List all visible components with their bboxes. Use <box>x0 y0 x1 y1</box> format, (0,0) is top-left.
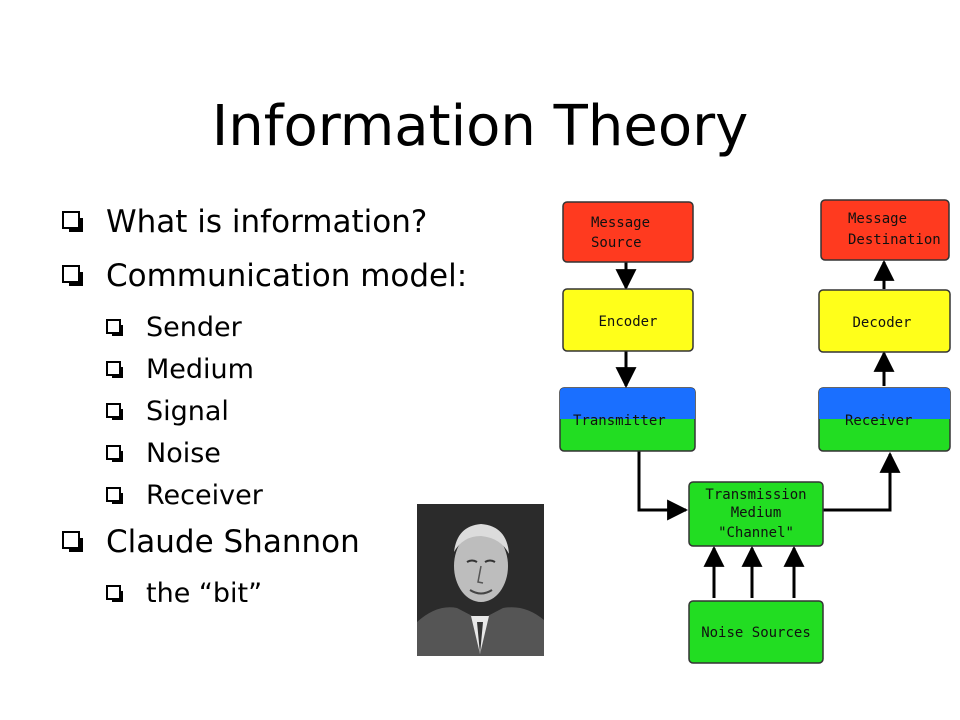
receiver-node: Receiver <box>818 387 951 452</box>
bullet-item: What is information? <box>62 200 467 254</box>
node-label: Noise Sources <box>701 625 811 641</box>
bullet-text: Communication model: <box>106 258 468 294</box>
slide-title: Information Theory <box>211 94 749 159</box>
sub-bullet-item: Receiver <box>62 476 467 518</box>
sub-bullet-item: Noise <box>62 434 467 476</box>
portrait-photo <box>417 504 544 656</box>
node-label: Message <box>848 211 907 227</box>
bullet-list: What is information? Communication model… <box>62 200 467 616</box>
transmitter-node: Transmitter <box>559 387 696 452</box>
checkbox-bullet-icon <box>106 319 123 336</box>
bullet-text: Claude Shannon <box>106 524 360 560</box>
bullet-text: Sender <box>146 312 242 343</box>
decoder-node: Decoder <box>818 289 951 353</box>
bullet-text: Medium <box>146 354 254 385</box>
bullet-text: the “bit” <box>146 578 263 609</box>
checkbox-bullet-icon <box>106 403 123 420</box>
bullet-text: Receiver <box>146 480 263 511</box>
checkbox-bullet-icon <box>106 487 123 504</box>
communication-model-diagram: Message Source Encoder Transmitter Trans… <box>540 190 960 680</box>
portrait-illustration <box>417 504 544 656</box>
arrow-transmitter-to-channel <box>637 451 689 521</box>
checkbox-bullet-icon <box>106 361 123 378</box>
sub-bullet-item: Medium <box>62 350 467 392</box>
encoder-node: Encoder <box>562 288 694 352</box>
sub-bullet-item: Sender <box>62 308 467 350</box>
checkbox-bullet-icon <box>62 211 83 232</box>
node-label: Destination <box>848 232 941 248</box>
checkbox-bullet-icon <box>106 445 123 462</box>
checkbox-bullet-icon <box>62 265 83 286</box>
node-label: Encoder <box>598 314 657 330</box>
message-destination-node: Message Destination <box>820 199 950 261</box>
node-label: Decoder <box>852 315 911 331</box>
checkbox-bullet-icon <box>62 531 83 552</box>
checkbox-bullet-icon <box>106 585 123 602</box>
bullet-text: Noise <box>146 438 221 469</box>
bullet-item: Claude Shannon <box>62 520 467 574</box>
message-source-node: Message Source <box>562 201 694 263</box>
node-label: Receiver <box>845 413 912 429</box>
node-label: Medium <box>731 505 782 521</box>
node-label: Source <box>591 235 642 251</box>
sub-bullet-item: Signal <box>62 392 467 434</box>
node-label: "Channel" <box>718 525 794 541</box>
node-label: Message <box>591 215 650 231</box>
bullet-text: Signal <box>146 396 229 427</box>
arrow-channel-to-receiver <box>823 451 901 512</box>
noise-sources-node: Noise Sources <box>688 600 824 664</box>
bullet-text: What is information? <box>106 204 428 240</box>
channel-node: Transmission Medium "Channel" <box>688 481 824 547</box>
flow-arrows <box>615 259 901 598</box>
sub-bullet-item: the “bit” <box>62 574 467 616</box>
node-label: Transmitter <box>573 413 666 429</box>
node-label: Transmission <box>705 487 806 503</box>
bullet-item: Communication model: <box>62 254 467 308</box>
